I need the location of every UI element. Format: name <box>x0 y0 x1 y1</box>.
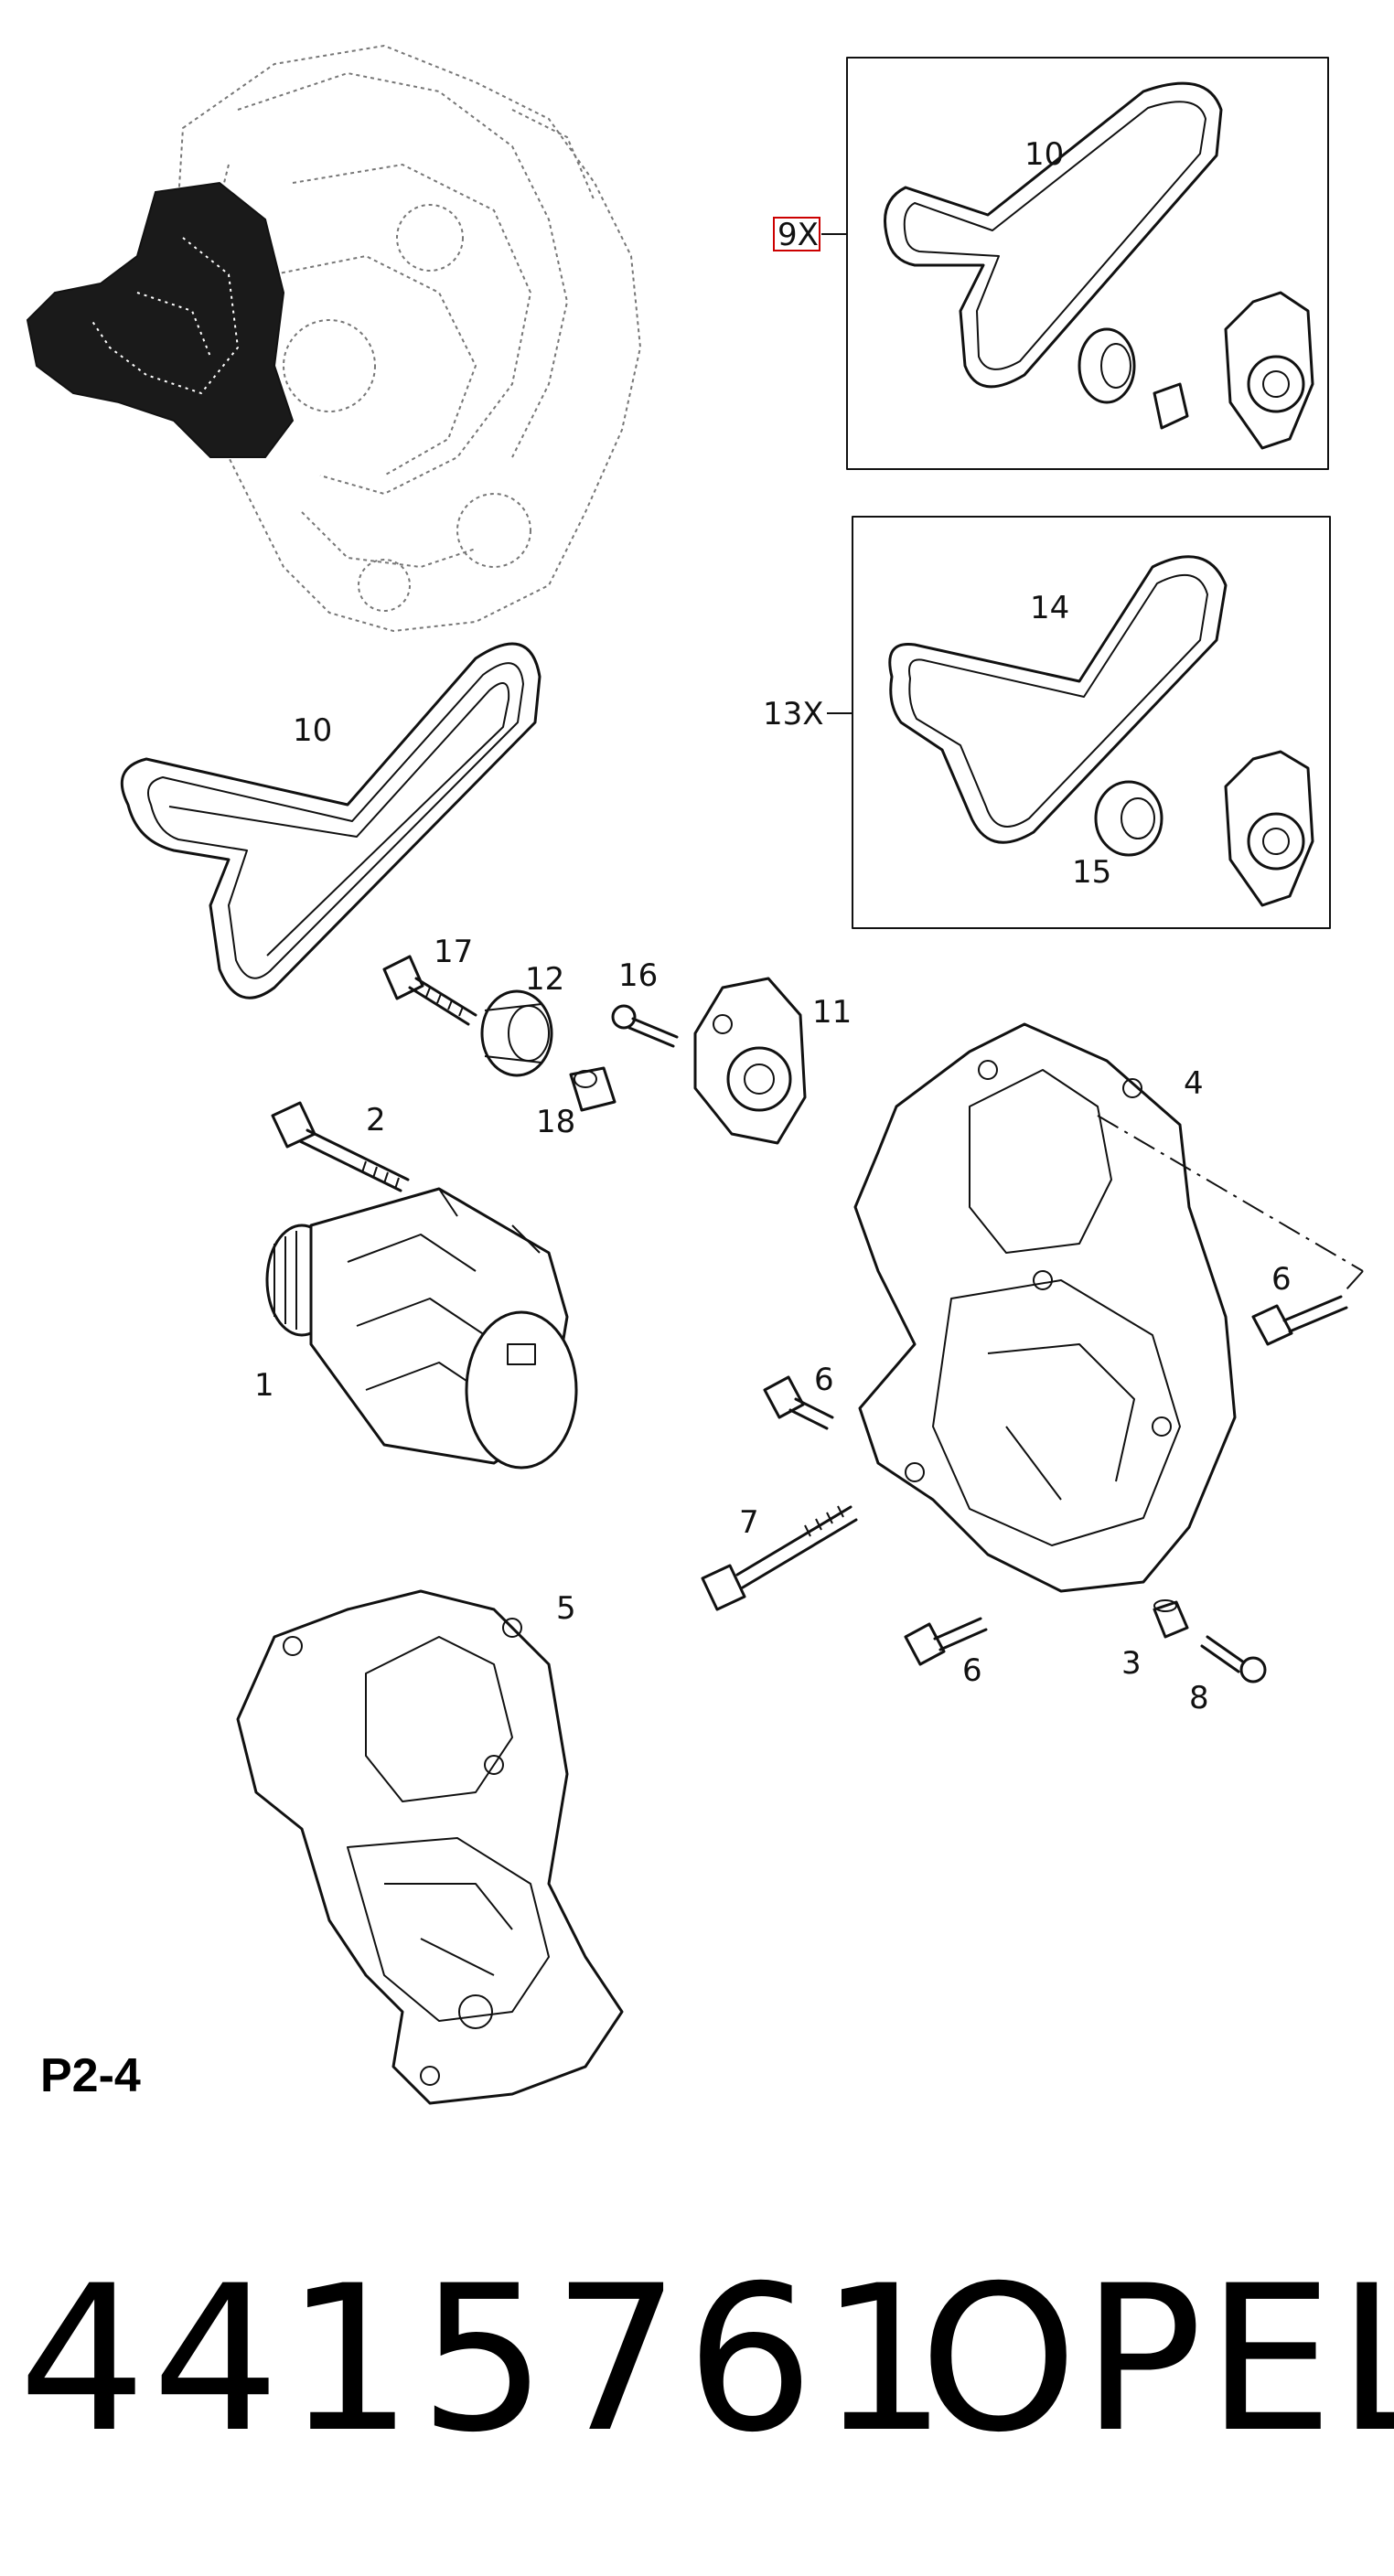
kit-13x-pulley-callout: 15 <box>1072 854 1111 891</box>
kit-13x-label[interactable]: 13X <box>763 696 824 732</box>
bracket-alt-5: 5 <box>236 1589 624 2105</box>
brand-name: OPEL <box>919 2242 1394 2476</box>
tensioner-11: 11 <box>693 977 852 1145</box>
kit-9x-belt-callout: 10 <box>1024 136 1064 173</box>
spacer-18: 18 <box>536 1066 617 1140</box>
callout-bracket-alt: 5 <box>556 1590 576 1627</box>
callout-bolt-bottom: 6 <box>962 1652 982 1689</box>
bolt-16: 16 <box>611 957 679 1048</box>
callout-bolt-16: 16 <box>618 957 658 994</box>
callout-tensioner: 11 <box>812 994 852 1031</box>
sleeve-3: 3 <box>1121 1599 1189 1682</box>
bolt-17: 17 <box>382 934 477 1026</box>
callout-bolt-17: 17 <box>434 934 473 970</box>
page-label: P2-4 <box>40 2049 141 2102</box>
kit-13x-belt-callout: 14 <box>1030 590 1069 626</box>
callout-small-bolt-8: 8 <box>1189 1680 1209 1716</box>
kit-9x-highlight <box>773 217 820 251</box>
callout-bracket-main: 4 <box>1184 1065 1204 1102</box>
bolt-6-right: 6 <box>1251 1261 1348 1346</box>
long-bolt-7: 7 <box>701 1504 858 1611</box>
callout-idler-pulley: 12 <box>525 961 564 998</box>
belt-main: 10 <box>120 642 542 999</box>
callout-spacer-18: 18 <box>536 1104 575 1140</box>
alternator-1: 1 <box>254 1187 578 1470</box>
callout-long-bolt-7: 7 <box>739 1504 759 1541</box>
small-bolt-8: 8 <box>1189 1635 1267 1716</box>
engine-illustration <box>26 44 642 633</box>
part-number: 4415761 <box>18 2242 953 2476</box>
kit-box-9x: 9X 10 <box>773 57 1329 470</box>
kit-9x-label[interactable]: 9X <box>777 217 819 253</box>
callout-sleeve: 3 <box>1121 1645 1142 1682</box>
kit-box-13x: 13X 14 15 <box>763 516 1331 929</box>
bolt-6-middle: 6 <box>763 1362 834 1430</box>
bolt-6-bottom: 6 <box>904 1617 988 1689</box>
callout-long-bolt-2: 2 <box>366 1102 386 1138</box>
long-bolt-2: 2 <box>271 1101 410 1192</box>
callout-belt-main: 10 <box>293 712 332 749</box>
callout-bolt-right: 6 <box>1271 1261 1292 1298</box>
callout-bolt-middle: 6 <box>814 1362 834 1398</box>
idler-pulley-12: 12 <box>480 961 564 1077</box>
bracket-main-4: 4 <box>853 1022 1364 1593</box>
callout-alternator: 1 <box>254 1367 274 1404</box>
